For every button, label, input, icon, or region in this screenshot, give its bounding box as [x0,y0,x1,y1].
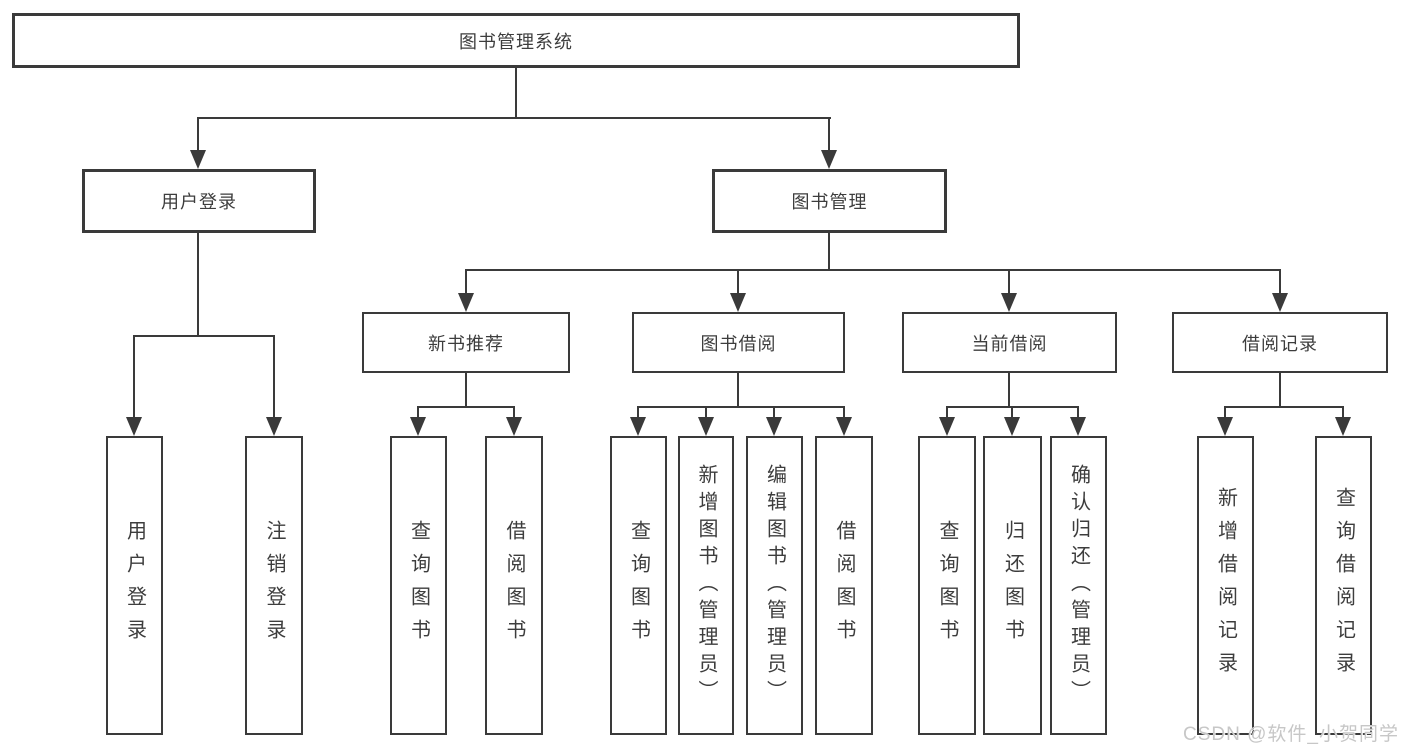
leaf-confirm-return-admin: 确认归还（管理员） [1050,436,1107,735]
node-new-book-recommend: 新书推荐 [362,312,570,373]
leaf-add-borrow-record: 新增借阅记录 [1197,436,1254,735]
leaf-label: 用户登录 [123,519,146,652]
leaf-label: 编辑图书（管理员） [763,464,786,707]
leaf-label: 查询图书 [936,519,958,652]
connector-vline [1008,269,1010,296]
node-label: 借阅记录 [1242,333,1318,354]
node-label: 图书管理 [791,192,868,212]
leaf-query-borrow-record: 查询借阅记录 [1315,436,1372,735]
connector-vline [465,269,467,296]
connector-vline [773,406,775,419]
leaf-label: 确认归还（管理员） [1067,464,1090,707]
node-label: 新书推荐 [428,333,504,354]
leaf-user-login: 用户登录 [106,436,163,735]
connector-vline [946,406,948,419]
connector-hline [417,406,515,408]
connector-vline [1342,406,1344,419]
arrow-down-icon [698,417,714,436]
node-label: 图书管理系统 [459,31,573,52]
connector-hline [465,269,1281,271]
arrow-down-icon [939,417,955,436]
leaf-label: 归还图书 [1001,519,1024,652]
arrow-down-icon [836,417,852,436]
connector-vline [1224,406,1226,419]
connector-vline [197,117,199,153]
connector-vline [1279,269,1281,296]
arrow-down-icon [126,417,142,436]
leaf-label: 新增借阅记录 [1214,486,1237,685]
connector-vline [705,406,707,419]
leaf-label: 查询借阅记录 [1332,486,1355,685]
arrow-down-icon [1001,293,1017,312]
arrow-down-icon [630,417,646,436]
node-label: 用户登录 [161,192,237,212]
connector-vline [197,233,199,337]
connector-vline [828,233,830,271]
arrow-down-icon [1070,417,1086,436]
leaf-query-book: 查询图书 [390,436,447,735]
connector-vline [737,373,739,408]
connector-vline [1008,373,1010,408]
leaf-label: 查询图书 [627,519,650,652]
leaf-borrow-book: 借阅图书 [815,436,873,735]
arrow-down-icon [1217,417,1233,436]
connector-vline [465,373,467,408]
leaf-label: 查询图书 [407,519,430,652]
arrow-down-icon [1272,293,1288,312]
leaf-label: 借阅图书 [503,519,525,652]
connector-vline [273,335,275,419]
connector-vline [417,406,419,419]
connector-vline [1077,406,1079,419]
arrow-down-icon [506,417,522,436]
leaf-return-book: 归还图书 [983,436,1042,735]
leaf-label: 借阅图书 [833,519,855,652]
connector-vline [133,335,135,419]
arrow-down-icon [410,417,426,436]
node-current-borrowing: 当前借阅 [902,312,1117,373]
connector-vline [1279,373,1281,408]
leaf-edit-book-admin: 编辑图书（管理员） [746,436,803,735]
arrow-down-icon [1004,417,1020,436]
connector-vline [1011,406,1013,419]
connector-hline [133,335,275,337]
leaf-label: 新增图书（管理员） [695,464,717,707]
leaf-query-book: 查询图书 [918,436,976,735]
connector-vline [515,68,517,119]
connector-hline [197,117,831,119]
arrow-down-icon [266,417,282,436]
arrow-down-icon [1335,417,1351,436]
leaf-label: 注销登录 [263,519,285,652]
connector-vline [828,117,830,153]
node-label: 图书借阅 [700,333,777,354]
leaf-logout: 注销登录 [245,436,303,735]
connector-hline [1224,406,1344,408]
arrow-down-icon [730,293,746,312]
node-book-borrowing: 图书借阅 [632,312,845,373]
arrow-down-icon [458,293,474,312]
node-borrowing-records: 借阅记录 [1172,312,1388,373]
csdn-watermark: CSDN @软件_小贺同学 [1183,724,1399,745]
node-book-management: 图书管理 [712,169,947,233]
leaf-borrow-book: 借阅图书 [485,436,543,735]
connector-vline [843,406,845,419]
connector-vline [737,269,739,296]
connector-vline [513,406,515,419]
leaf-add-book-admin: 新增图书（管理员） [678,436,734,735]
leaf-query-book: 查询图书 [610,436,667,735]
connector-vline [637,406,639,419]
node-label: 当前借阅 [971,333,1048,354]
arrow-down-icon [190,150,206,169]
arrow-down-icon [821,150,837,169]
connector-hline [637,406,845,408]
node-user-login: 用户登录 [82,169,316,233]
arrow-down-icon [766,417,782,436]
node-library-management-system: 图书管理系统 [12,13,1020,68]
